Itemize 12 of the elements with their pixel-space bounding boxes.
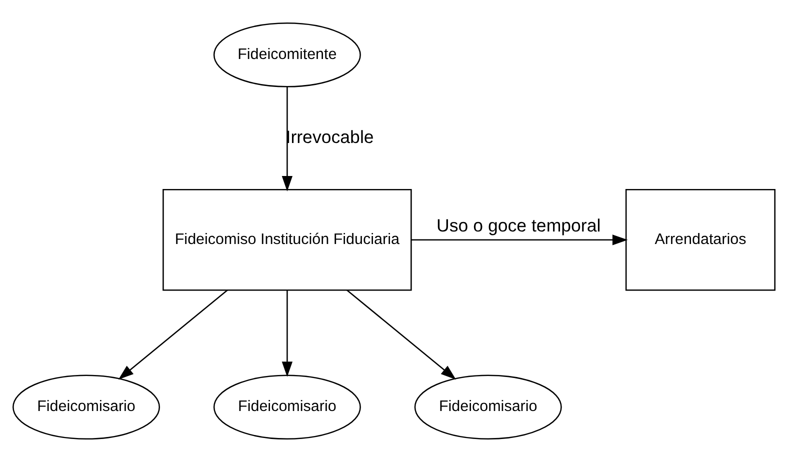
arrow bbox=[282, 290, 293, 376]
node-ellipse: Fideicomisario bbox=[12, 374, 160, 440]
node-ellipse: Fideicomitente bbox=[213, 22, 361, 87]
node-ellipse: Fideicomisario bbox=[213, 374, 361, 440]
arrow bbox=[118, 289, 228, 380]
arrow bbox=[411, 234, 628, 245]
arrow bbox=[282, 86, 293, 191]
node-ellipse: Fideicomisario bbox=[414, 374, 562, 440]
arrow bbox=[346, 289, 456, 380]
node-box: Fideicomiso Institución Fiduciaria bbox=[162, 188, 412, 290]
node-box: Arrendatarios bbox=[625, 188, 776, 290]
edge-label: Uso o goce temporal bbox=[436, 214, 601, 235]
